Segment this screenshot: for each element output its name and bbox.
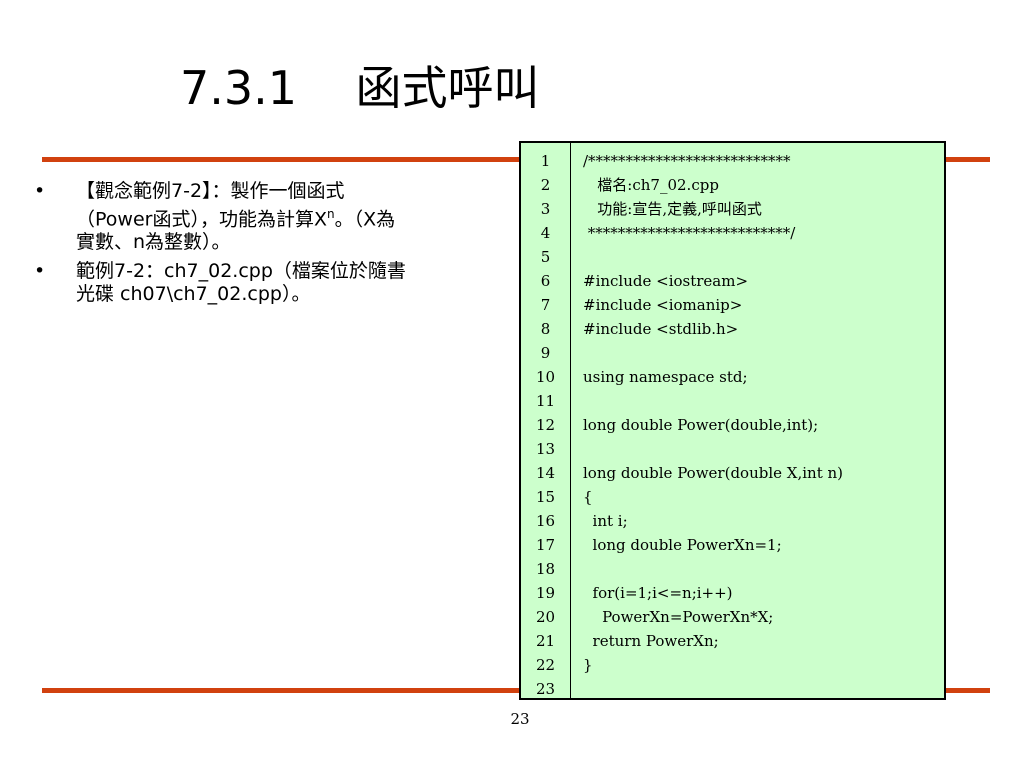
code-line: /*************************** bbox=[583, 152, 791, 170]
code-line bbox=[583, 557, 944, 581]
slide-title: 7.3.1 函式呼叫 bbox=[180, 61, 540, 115]
line-number: 4 bbox=[540, 224, 551, 242]
code-line bbox=[583, 389, 944, 413]
line-number: 15 bbox=[535, 488, 556, 506]
code-line: 檔名:ch7_02.cpp bbox=[583, 176, 719, 194]
line-number: 14 bbox=[535, 464, 556, 482]
line-number: 12 bbox=[535, 416, 556, 434]
line-number: 9 bbox=[540, 344, 551, 362]
code-line: { bbox=[583, 488, 593, 506]
line-number: 20 bbox=[535, 608, 556, 626]
page-number: 23 bbox=[510, 710, 530, 728]
bottom-divider bbox=[42, 688, 990, 693]
code-column: /*************************** 檔名:ch7_02.c… bbox=[571, 143, 944, 698]
top-divider bbox=[42, 157, 990, 162]
line-number: 13 bbox=[535, 440, 556, 458]
superscript-n: n bbox=[326, 207, 335, 221]
line-number: 18 bbox=[535, 560, 556, 578]
line-number: 16 bbox=[535, 512, 556, 530]
code-line bbox=[583, 341, 944, 365]
line-number: 3 bbox=[540, 200, 551, 218]
code-line: PowerXn=PowerXn*X; bbox=[583, 608, 774, 626]
bullet-item-concept: • 【觀念範例7-2】：製作一個函式（Power函式），功能為計算Xn。（X為實… bbox=[34, 180, 406, 254]
line-number: 11 bbox=[535, 392, 556, 410]
line-number: 7 bbox=[540, 296, 551, 314]
code-line bbox=[583, 437, 944, 461]
bullet-text-tail: 。（X為實數、n為整數）。 bbox=[76, 208, 396, 254]
code-line: #include <iostream> bbox=[583, 272, 749, 290]
code-line: return PowerXn; bbox=[583, 632, 719, 650]
code-line: ***************************/ bbox=[583, 224, 796, 242]
code-line: #include <iomanip> bbox=[583, 296, 743, 314]
bullet-text: 【觀念範例7-2】：製作一個函式（Power函式），功能為計算X bbox=[76, 180, 345, 231]
code-line: #include <stdlib.h> bbox=[583, 320, 739, 338]
line-number: 6 bbox=[540, 272, 551, 290]
code-line bbox=[583, 245, 944, 269]
line-number: 23 bbox=[535, 680, 556, 698]
bullet-text: 範例7-2：ch7_02.cpp（檔案位於隨書光碟 ch07\ch7_02.cp… bbox=[76, 260, 406, 306]
line-number: 2 bbox=[540, 176, 551, 194]
code-line: 功能:宣告,定義,呼叫函式 bbox=[583, 200, 762, 218]
line-number: 8 bbox=[540, 320, 551, 338]
code-line: int i; bbox=[583, 512, 628, 530]
line-number: 19 bbox=[535, 584, 556, 602]
line-number: 21 bbox=[535, 632, 556, 650]
line-number: 17 bbox=[535, 536, 556, 554]
code-line: for(i=1;i<=n;i++) bbox=[583, 584, 733, 602]
code-line: long double PowerXn=1; bbox=[583, 536, 782, 554]
bullet-marker: • bbox=[34, 260, 46, 283]
bullet-item-example: • 範例7-2：ch7_02.cpp（檔案位於隨書光碟 ch07\ch7_02.… bbox=[34, 260, 406, 306]
code-line bbox=[583, 677, 944, 698]
line-number: 10 bbox=[535, 368, 556, 386]
code-line: long double Power(double,int); bbox=[583, 416, 819, 434]
line-number: 1 bbox=[540, 152, 551, 170]
line-number: 22 bbox=[535, 656, 556, 674]
line-number: 5 bbox=[540, 248, 551, 266]
code-line: } bbox=[583, 656, 593, 674]
bullet-marker: • bbox=[34, 180, 46, 202]
bullet-list: • 【觀念範例7-2】：製作一個函式（Power函式），功能為計算Xn。（X為實… bbox=[34, 180, 406, 312]
code-line: long double Power(double X,int n) bbox=[583, 464, 844, 482]
code-line: using namespace std; bbox=[583, 368, 748, 386]
